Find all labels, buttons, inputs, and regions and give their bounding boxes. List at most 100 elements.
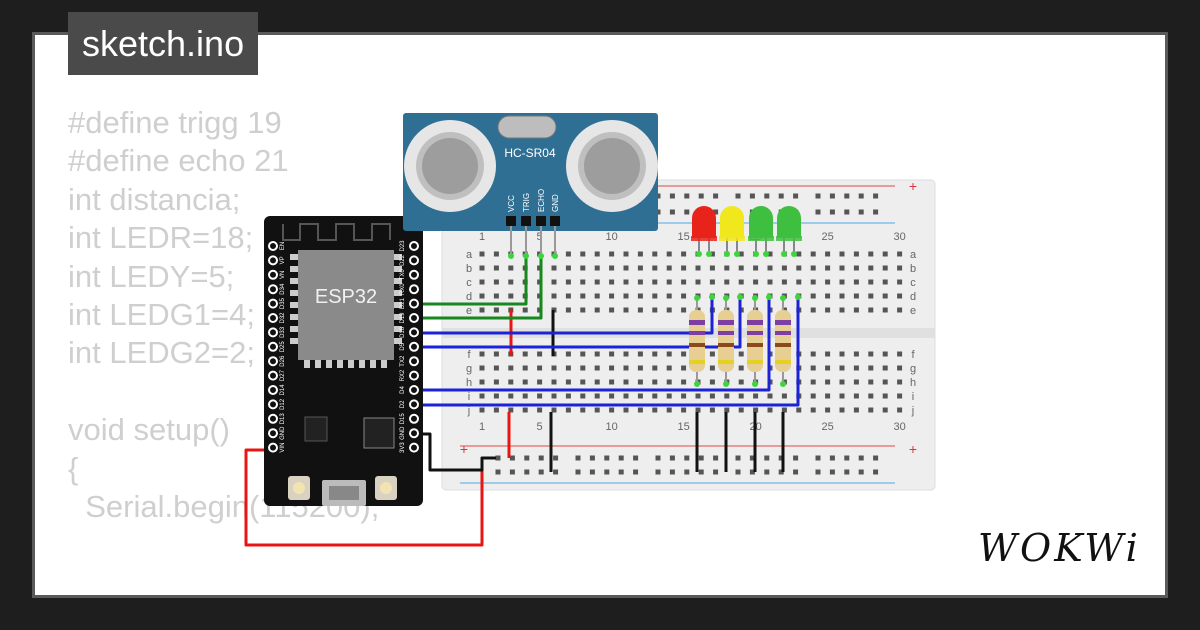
board-pin-label: D35: [280, 297, 286, 309]
board-pin[interactable]: [268, 341, 278, 352]
board-pin[interactable]: [409, 370, 419, 381]
board-pin[interactable]: [268, 442, 278, 453]
wire[interactable]: [414, 297, 714, 335]
column-label: 5: [537, 421, 543, 433]
board-pin[interactable]: [268, 413, 278, 424]
esp32-board[interactable]: ESP32 ENVPVND34D35D32D33D25D26D27D14D12D…: [264, 216, 423, 506]
board-pin[interactable]: [409, 428, 419, 439]
row-label: d: [910, 291, 916, 303]
row-label: e: [910, 305, 916, 317]
board-pin-label: D5: [400, 342, 406, 350]
column-label: 10: [605, 421, 617, 433]
row-label: j: [467, 405, 470, 417]
board-pin[interactable]: [409, 269, 419, 280]
row-label: b: [466, 263, 472, 275]
board-pin[interactable]: [409, 341, 419, 352]
sensor-pin-label: VCC: [507, 195, 516, 212]
sensor-pin[interactable]: [550, 216, 560, 226]
led[interactable]: [691, 206, 717, 257]
sensor-pin[interactable]: [536, 216, 546, 226]
board-pin[interactable]: [268, 385, 278, 395]
file-tab[interactable]: sketch.ino: [68, 12, 259, 75]
led[interactable]: [748, 206, 774, 257]
row-label: e: [466, 305, 472, 317]
row-label: c: [910, 277, 916, 289]
column-label: 30: [893, 421, 905, 433]
resistor[interactable]: [689, 295, 705, 387]
board-pin-label: D2: [400, 400, 406, 408]
board-pin-label: VIN: [280, 443, 286, 453]
board-pin[interactable]: [268, 356, 278, 367]
board-pin-label: D15: [400, 413, 406, 425]
led[interactable]: [719, 206, 745, 257]
board-pin[interactable]: [268, 327, 278, 338]
row-label: h: [910, 377, 916, 389]
resistor[interactable]: [775, 295, 791, 387]
row-label: a: [466, 249, 473, 261]
wire[interactable]: [414, 297, 742, 349]
board-pin-label: VN: [280, 271, 286, 279]
wire[interactable]: [414, 432, 496, 472]
column-label: 25: [821, 231, 833, 243]
code-line: int LEDR=18;: [68, 220, 254, 256]
board-pin[interactable]: [409, 327, 419, 338]
board-pin-label: D23: [400, 240, 406, 252]
board-pin[interactable]: [409, 241, 419, 251]
board-pin-label: RX0: [400, 283, 406, 295]
resistors[interactable]: [689, 295, 791, 387]
board-pin-label: D13: [280, 413, 286, 425]
led[interactable]: [776, 206, 802, 257]
resistor[interactable]: [718, 295, 734, 387]
resistor[interactable]: [747, 295, 763, 387]
board-pin[interactable]: [268, 399, 278, 410]
wokwi-logo: WOKWi: [978, 526, 1141, 570]
board-pin[interactable]: [268, 370, 278, 381]
board-pin[interactable]: [409, 385, 419, 395]
column-label: 1: [479, 421, 485, 433]
board-pin[interactable]: [268, 255, 278, 266]
board-pin[interactable]: [409, 442, 419, 453]
board-pin[interactable]: [268, 284, 278, 295]
row-label: g: [466, 363, 472, 375]
wire[interactable]: [414, 297, 771, 392]
board-pin-label: GND: [280, 426, 286, 440]
leds[interactable]: [691, 206, 802, 257]
board-pin[interactable]: [409, 399, 419, 410]
board-pins[interactable]: [268, 241, 419, 453]
code-line: int LEDG2=2;: [68, 335, 255, 371]
board-pin[interactable]: [409, 356, 419, 367]
wire[interactable]: [414, 297, 800, 407]
code-line: #define trigg 19: [68, 105, 282, 140]
board-pin-label: D21: [400, 297, 406, 309]
wire[interactable]: [414, 256, 528, 306]
board-pin[interactable]: [268, 241, 278, 251]
wires[interactable]: [244, 253, 801, 547]
sensor-pin[interactable]: [521, 216, 531, 226]
column-label: 15: [677, 421, 689, 433]
board-pin[interactable]: [268, 313, 278, 323]
board-pin[interactable]: [409, 413, 419, 424]
code-line: #define echo 21: [68, 143, 289, 179]
board-pin[interactable]: [268, 298, 278, 309]
board-pin[interactable]: [409, 284, 419, 295]
board-pin[interactable]: [409, 313, 419, 323]
row-label: c: [466, 277, 472, 289]
board-pin-label: D27: [280, 369, 286, 381]
board-pin-labels: ENVPVND34D35D32D33D25D26D27D14D12D13GNDV…: [280, 240, 406, 453]
wire[interactable]: [414, 256, 543, 320]
board-pin-label: EN: [280, 242, 286, 250]
column-label: 15: [677, 231, 689, 243]
led-body: [692, 206, 716, 238]
sensor-pin[interactable]: [506, 216, 516, 226]
code-line: int distancia;: [68, 181, 241, 217]
row-label: g: [910, 363, 916, 375]
board-pin[interactable]: [409, 255, 419, 266]
board-pin[interactable]: [268, 428, 278, 439]
board-name: ESP32: [315, 286, 377, 308]
board-pin[interactable]: [268, 269, 278, 280]
board-pin[interactable]: [409, 298, 419, 309]
